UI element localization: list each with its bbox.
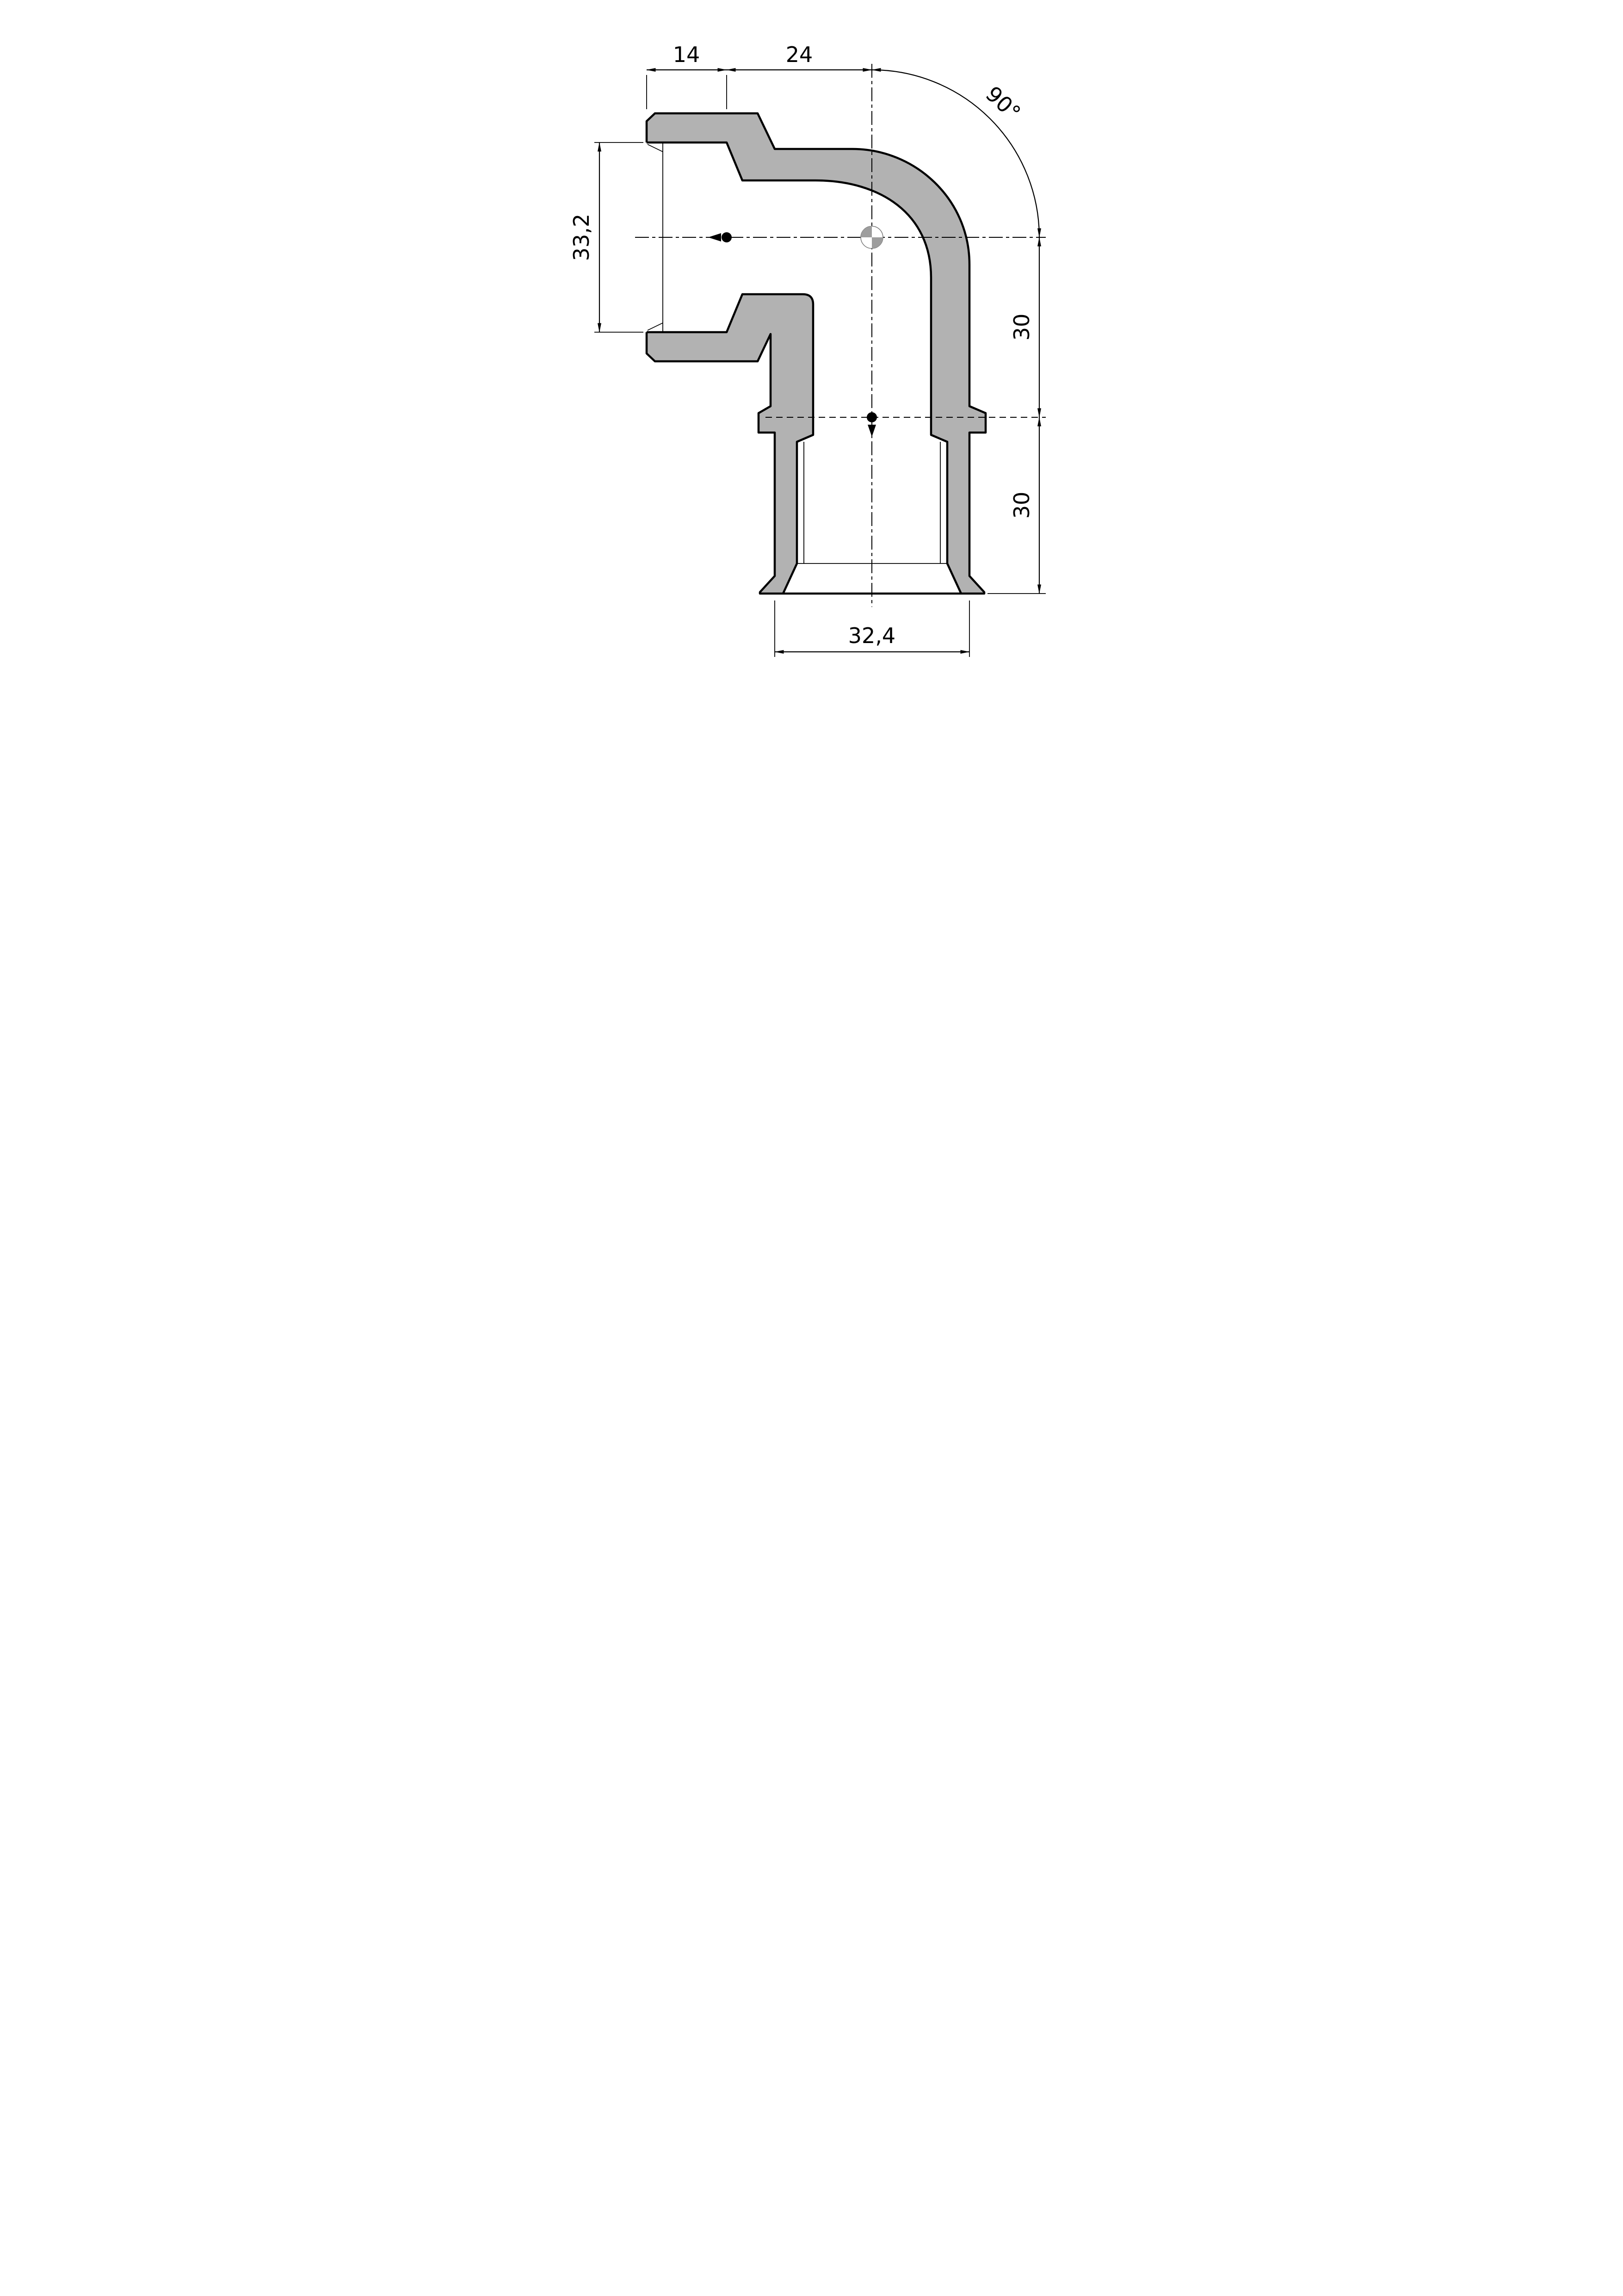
bottom-dimension-group: [774, 600, 970, 657]
dimensions: 14 24 90° 33,2 30 30 32,4: [569, 42, 1046, 657]
socket-reference-point: [708, 232, 732, 242]
dimension-label-lower-height: 30: [1009, 492, 1034, 519]
part-geometry: [645, 112, 987, 595]
dimension-label-bend-angle: 90°: [981, 81, 1025, 125]
angle-dimension-arc: [871, 68, 1041, 238]
collar-reference-point: [867, 412, 877, 437]
technical-drawing: 14 24 90° 33,2 30 30 32,4: [556, 0, 1067, 722]
dimension-label-spigot-diameter: 32,4: [848, 623, 895, 648]
bend-center-symbol: [860, 226, 883, 249]
dimension-label-upper-height: 30: [1009, 314, 1034, 341]
dimension-label-socket-bore: 33,2: [569, 214, 594, 261]
left-dimension-group: [594, 142, 643, 333]
dimension-label-socket-depth: 14: [673, 42, 700, 67]
dimension-label-horizontal-length: 24: [786, 42, 813, 67]
bore-fill: [647, 142, 961, 594]
drawing-page: 14 24 90° 33,2 30 30 32,4: [556, 0, 1067, 722]
top-dimension-group: [646, 68, 872, 109]
right-dimension-group: [987, 237, 1046, 594]
